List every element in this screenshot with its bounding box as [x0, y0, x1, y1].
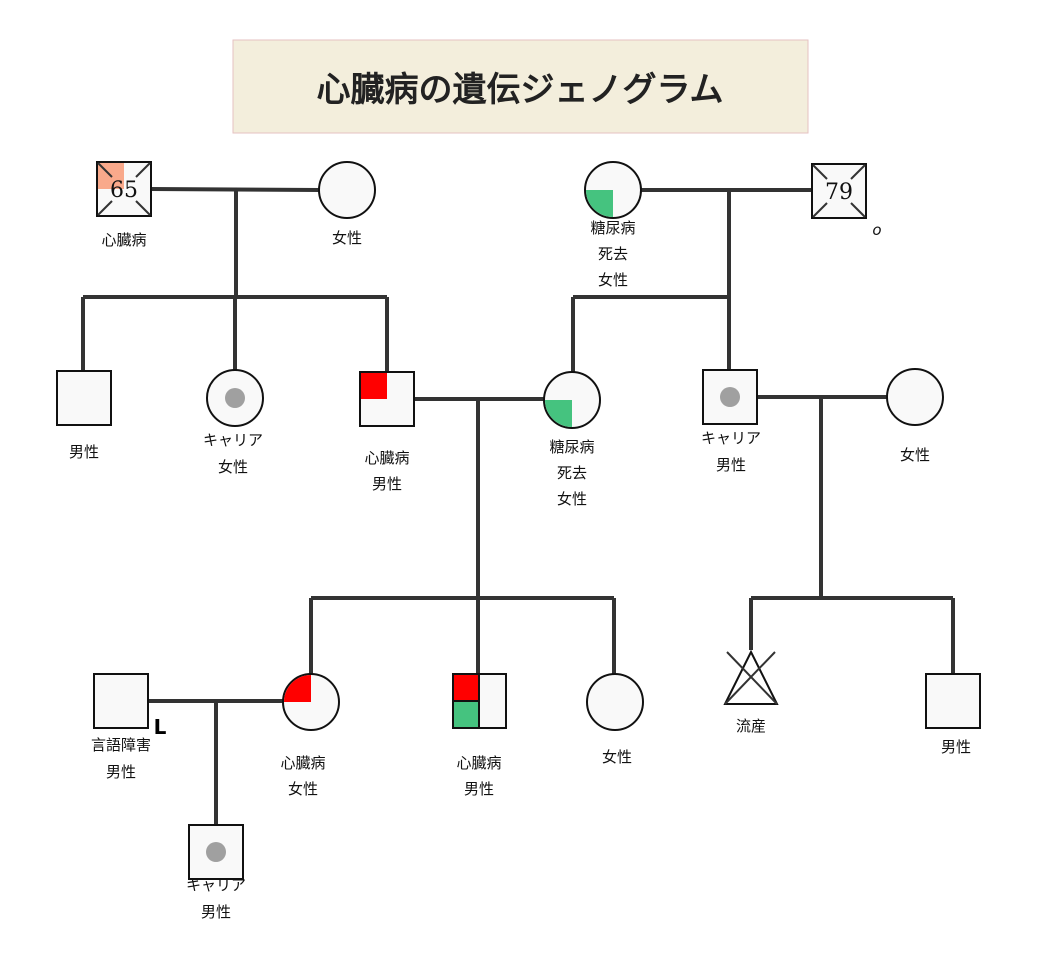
- carrier-dot-icon: [206, 842, 226, 862]
- aunt[interactable]: キャリア 女性: [203, 369, 264, 476]
- deceased-x-icon: [812, 164, 866, 218]
- label: 女性: [900, 446, 930, 464]
- label: 心臓病: [456, 754, 501, 772]
- label: 男性: [464, 780, 494, 798]
- maternal-uncle-wife[interactable]: 女性: [886, 368, 944, 464]
- label: 心臓病: [364, 449, 409, 467]
- label: 女性: [598, 271, 628, 289]
- deceased-x-icon: [97, 162, 151, 216]
- son[interactable]: 心臓病 男性: [452, 673, 507, 798]
- label: 女性: [332, 229, 362, 247]
- label: 女性: [288, 780, 318, 798]
- label: 流産: [736, 717, 766, 735]
- uncle[interactable]: 男性: [56, 370, 112, 461]
- label: 死去: [557, 464, 587, 482]
- label: キャリア: [186, 876, 246, 894]
- cousin[interactable]: 男性: [925, 673, 981, 756]
- page-title: 心臓病の遺伝ジェノグラム: [317, 70, 724, 110]
- husband[interactable]: L 言語障害 男性: [91, 673, 167, 781]
- paternal-grandmother[interactable]: 女性: [318, 161, 376, 247]
- diabetes-marker: [586, 190, 613, 217]
- grandson[interactable]: キャリア 男性: [186, 824, 246, 921]
- label: 男性: [69, 443, 99, 461]
- relationship-lines: [81, 187, 955, 825]
- heart-disease-marker: [284, 675, 311, 702]
- carrier-dot-icon: [720, 387, 740, 407]
- maternal-grandmother[interactable]: 糖尿病 死去 女性: [584, 161, 642, 289]
- label: 死去: [598, 245, 628, 263]
- label: 女性: [218, 458, 248, 476]
- mother[interactable]: 糖尿病 死去 女性: [543, 371, 601, 508]
- carrier-dot-icon: [225, 388, 245, 408]
- label: 糖尿病: [590, 219, 635, 237]
- label: 男性: [372, 475, 402, 493]
- age: 79: [825, 180, 853, 205]
- daughter-2[interactable]: 女性: [586, 673, 644, 766]
- label: 心臓病: [280, 754, 325, 772]
- heart-disease-marker: [452, 673, 480, 702]
- father[interactable]: 心臓病 男性: [359, 371, 415, 493]
- title-box: [232, 39, 809, 134]
- maternal-grandfather[interactable]: 79 o: [811, 163, 882, 239]
- note: o: [872, 221, 881, 239]
- label: 女性: [602, 748, 632, 766]
- age: 65: [110, 178, 138, 203]
- miscarriage[interactable]: 流産: [723, 649, 779, 735]
- label: 女性: [557, 490, 587, 508]
- label: 心臓病: [101, 231, 146, 249]
- label: 男性: [716, 456, 746, 474]
- mark: L: [154, 715, 167, 739]
- diabetes-marker: [545, 400, 572, 427]
- heart-disease-marker: [361, 373, 387, 399]
- diabetes-marker: [452, 700, 480, 729]
- label: 言語障害: [91, 736, 151, 754]
- label: 男性: [201, 903, 231, 921]
- daughter[interactable]: 心臓病 女性: [280, 673, 340, 798]
- label: 男性: [106, 763, 136, 781]
- label: キャリア: [701, 429, 761, 447]
- paternal-grandfather[interactable]: 65 心臓病: [96, 161, 152, 249]
- maternal-uncle[interactable]: キャリア 男性: [701, 369, 761, 474]
- label: キャリア: [203, 431, 263, 449]
- label: 男性: [941, 738, 971, 756]
- label: 糖尿病: [549, 438, 594, 456]
